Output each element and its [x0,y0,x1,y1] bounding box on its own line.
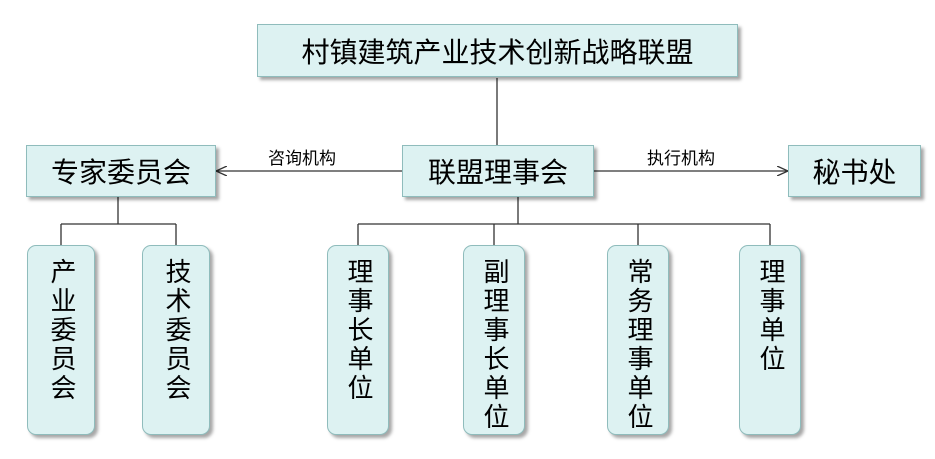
execute-label: 执行机构 [647,149,715,169]
industry-committee-label: 产业委员会 [46,258,76,403]
technology-committee-box: 技术委员会 [142,245,210,435]
alliance-title: 村镇建筑产业技术创新战略联盟 [301,35,694,69]
vice-chairman-unit-label: 副理事长单位 [479,258,509,432]
council-box: 联盟理事会 [402,145,594,197]
expert-committee-label: 专家委员会 [50,156,191,189]
consult-label: 咨询机构 [268,149,336,169]
secretariat-label: 秘书处 [812,156,897,189]
council-label: 联盟理事会 [427,156,568,189]
alliance-title-box: 村镇建筑产业技术创新战略联盟 [257,24,738,77]
vice-chairman-unit-box: 副理事长单位 [463,245,525,435]
director-unit-box: 理事单位 [739,245,801,435]
industry-committee-box: 产业委员会 [27,245,95,435]
technology-committee-label: 技术委员会 [161,258,191,403]
secretariat-box: 秘书处 [788,145,921,197]
executive-director-unit-box: 常务理事单位 [607,245,669,435]
chairman-unit-label: 理事长单位 [343,258,373,403]
expert-committee-box: 专家委员会 [26,145,216,197]
director-unit-label: 理事单位 [755,258,785,374]
executive-director-unit-label: 常务理事单位 [623,258,653,432]
chairman-unit-box: 理事长单位 [327,245,389,435]
